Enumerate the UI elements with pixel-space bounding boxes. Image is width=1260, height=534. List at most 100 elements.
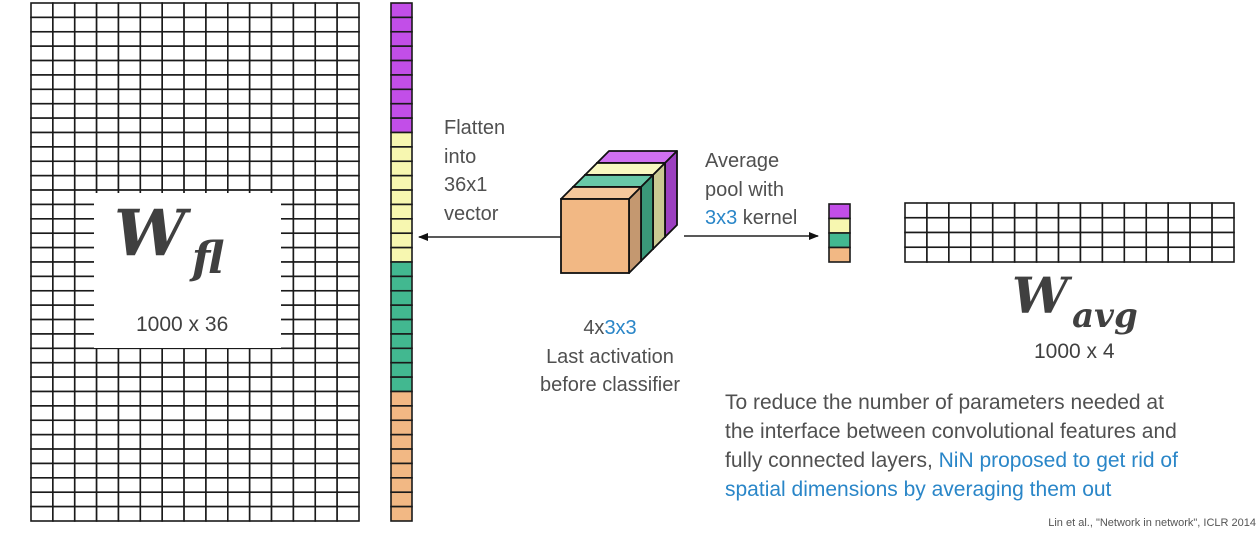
flatten-label-line: Flatten: [444, 117, 506, 139]
wavg-cell: [1189, 202, 1213, 219]
wavg-cell: [1167, 231, 1191, 249]
wavg-cell: [1145, 216, 1170, 234]
wavg-cell: [969, 231, 994, 249]
wavg-dims: 1000 x 4: [1034, 340, 1115, 363]
wavg-cell: [991, 216, 1016, 234]
wavg-symbol-w: W: [1012, 266, 1069, 325]
wavg-cell: [1211, 216, 1235, 234]
wavg-cell: [1211, 202, 1235, 219]
wavg-cell: [1123, 246, 1148, 263]
wavg-cell: [948, 216, 972, 234]
wavg-cell: [1101, 231, 1126, 249]
description-line: To reduce the number of parameters neede…: [725, 388, 1178, 417]
wavg-cell: [991, 202, 1016, 219]
wfl-dims: 1000 x 36: [136, 313, 229, 336]
wavg-cell: [1101, 216, 1126, 234]
wavg-cell: [926, 246, 950, 263]
avgpool-label: Average pool with 3x3 kernel: [705, 147, 797, 233]
wavg-cell: [1123, 202, 1148, 219]
citation: Lin et al., "Network in network", ICLR 2…: [1048, 517, 1256, 529]
wavg-cell: [1167, 246, 1191, 263]
wavg-cell: [1189, 246, 1213, 263]
wfl-subscript: fl: [191, 233, 224, 284]
wavg-cell: [1189, 231, 1213, 249]
wavg-cell: [1167, 202, 1191, 219]
wavg-cell: [1101, 246, 1126, 263]
wavg-cell: [969, 216, 994, 234]
description-plain: the interface between convolutional feat…: [725, 420, 1177, 443]
avgpool-kernel-line: 3x3 kernel: [705, 204, 797, 233]
wavg-cell: [1123, 231, 1148, 249]
wavg-cell: [1123, 216, 1148, 234]
wavg-cell: [991, 246, 1016, 263]
wavg-cell: [1057, 202, 1082, 219]
wavg-cell: [991, 231, 1016, 249]
flatten-label: Flatten into 36x1 vector: [444, 114, 505, 228]
activation-line: Last activation: [546, 345, 674, 368]
flatten-label-line: into: [444, 145, 477, 168]
wavg-cell: [969, 246, 994, 263]
cube-layer-orange: [560, 186, 642, 274]
wfl-symbol-w: W: [114, 196, 186, 271]
description: To reduce the number of parameters neede…: [725, 388, 1178, 504]
kernel-suffix: kernel: [737, 207, 798, 229]
wavg-cell: [1101, 202, 1126, 219]
wavg-cell: [904, 216, 928, 234]
wfl-cells: [30, 2, 360, 522]
wavg-cell: [904, 246, 928, 263]
activation-line: before classifier: [539, 374, 681, 396]
wavg-cell: [904, 202, 928, 219]
wavg-cell: [1145, 231, 1170, 249]
wavg-cell: [1079, 216, 1104, 234]
cube-front-face: [560, 198, 630, 274]
wavg-cell: [969, 202, 994, 219]
activation-caption: 4x3x3 Last activation before classifier: [510, 314, 710, 400]
description-plain: To reduce the number of parameters neede…: [725, 391, 1164, 414]
flatten-label-line: 36x1: [444, 174, 488, 196]
wavg-cell: [1167, 216, 1191, 234]
wavg-cell: [1035, 216, 1060, 234]
wavg-cell: [1035, 231, 1060, 249]
wavg-cell: [1057, 246, 1082, 263]
vector-cell-orange: [390, 505, 413, 522]
description-highlight: spatial dimensions by averaging them out: [725, 478, 1112, 501]
wavg-cell: [1145, 246, 1170, 263]
wavg-cell: [1057, 231, 1082, 249]
wavg-cell: [926, 231, 950, 249]
description-line: spatial dimensions by averaging them out: [725, 475, 1178, 504]
wavg-cell: [904, 231, 928, 249]
wavg-cell: [1145, 202, 1170, 219]
wavg-subscript: avg: [1072, 296, 1138, 336]
pooled-cell: [828, 246, 851, 263]
wavg-cell: [1079, 231, 1104, 249]
activation-dims-prefix: 4x: [583, 317, 605, 339]
activation-dims-highlight: 3x3: [604, 317, 637, 339]
wavg-cell: [1057, 216, 1082, 234]
wavg-cell: [1035, 202, 1060, 219]
wavg-cell: [1013, 246, 1038, 263]
description-highlight: NiN proposed to get rid of: [938, 449, 1178, 472]
wavg-cell: [948, 246, 972, 263]
wavg-cell: [926, 202, 950, 219]
wavg-cell: [1035, 246, 1060, 263]
wavg-cell: [1189, 216, 1213, 234]
wavg-cells: [904, 202, 1235, 263]
avgpool-label-line: pool with: [705, 178, 784, 201]
wavg-cell: [1211, 246, 1235, 263]
wavg-cell: [1211, 231, 1235, 249]
description-line: fully connected layers, NiN proposed to …: [725, 446, 1178, 475]
description-plain: fully connected layers,: [725, 449, 939, 472]
wavg-cell: [1013, 202, 1038, 219]
wavg-cell: [948, 202, 972, 219]
wavg-cell: [1013, 231, 1038, 249]
flatten-label-line: vector: [444, 202, 499, 225]
wfl-cell: [336, 505, 360, 522]
